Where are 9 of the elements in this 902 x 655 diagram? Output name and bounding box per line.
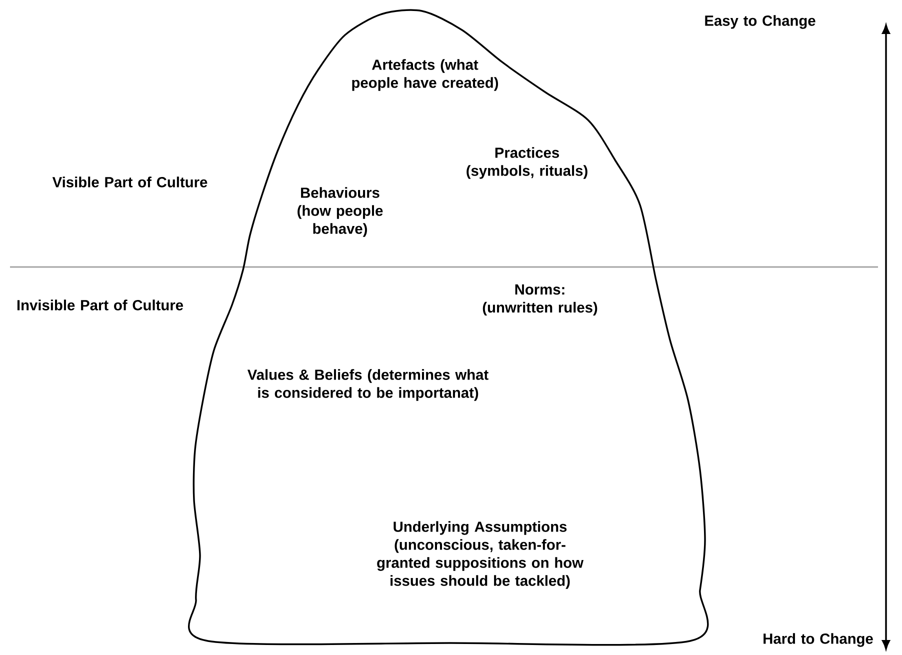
iceberg-text: Underlying Assumptions (unconscious, taken-for-granted suppositions on how issues should be tackled) <box>377 521 584 589</box>
side-label: Visible Part of Culture <box>52 176 208 188</box>
iceberg-text: Behaviours (how people behave) <box>298 187 383 237</box>
side-label: Hard to Change <box>764 633 873 647</box>
iceberg-text: Practices (symbols, rituals) <box>466 147 588 179</box>
iceberg-text: Artefacts (what people have created) <box>352 59 498 91</box>
iceberg-text: Values & Beliefs (determines what is considered to be importanat) <box>247 369 488 401</box>
iceberg-text: Norms: (unwritten rules) <box>482 284 598 316</box>
side-label: Easy to Change <box>705 15 816 29</box>
